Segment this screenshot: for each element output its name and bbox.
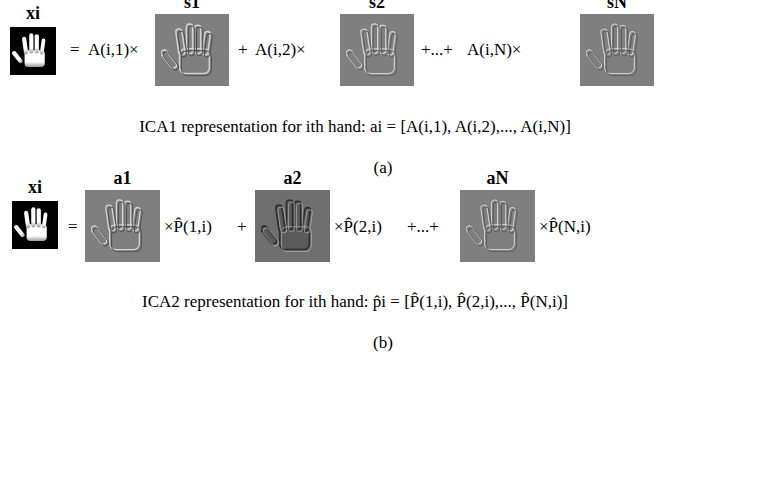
tile-heading: a2: [284, 168, 302, 189]
equation-term: =: [68, 217, 78, 237]
image-tile: aN: [460, 190, 535, 262]
equation-term: +...+: [407, 217, 439, 237]
tile-heading: ŝN: [607, 0, 627, 13]
tile-heading: ŝ2: [369, 0, 385, 13]
tile-heading: aN: [487, 168, 509, 189]
tile-heading: ŝ1: [184, 0, 200, 13]
representation-line: ICA1 representation for ith hand: ai = […: [139, 117, 571, 137]
equation-term: ×P̂(1,i): [164, 217, 212, 237]
tile-heading: xi: [28, 177, 42, 198]
image-tile: xi: [10, 27, 56, 75]
equation-term: A(i,2)×: [255, 40, 306, 60]
equation-term: +: [238, 40, 248, 60]
equation-term: =: [70, 40, 80, 60]
panel-label: (b): [373, 333, 393, 353]
image-tile: ŝ1: [155, 14, 229, 86]
equation-term: ×P̂(2,i): [334, 217, 382, 237]
panel-label: (a): [374, 158, 393, 178]
image-tile: a2: [255, 190, 330, 262]
image-tile: a1: [85, 190, 160, 262]
image-tile: ŝ2: [340, 14, 414, 86]
equation-term: A(i,N)×: [467, 40, 521, 60]
equation-term: A(i,1)×: [88, 40, 139, 60]
image-tile: xi: [12, 201, 58, 249]
equation-term: +: [237, 217, 247, 237]
equation-term: ×P̂(N,i): [539, 217, 591, 237]
image-tile: ŝN: [580, 14, 654, 86]
tile-heading: a1: [114, 168, 132, 189]
equation-term: +...+: [421, 40, 453, 60]
representation-line: ICA2 representation for ith hand: p̂i = …: [142, 292, 568, 312]
tile-heading: xi: [26, 3, 40, 24]
